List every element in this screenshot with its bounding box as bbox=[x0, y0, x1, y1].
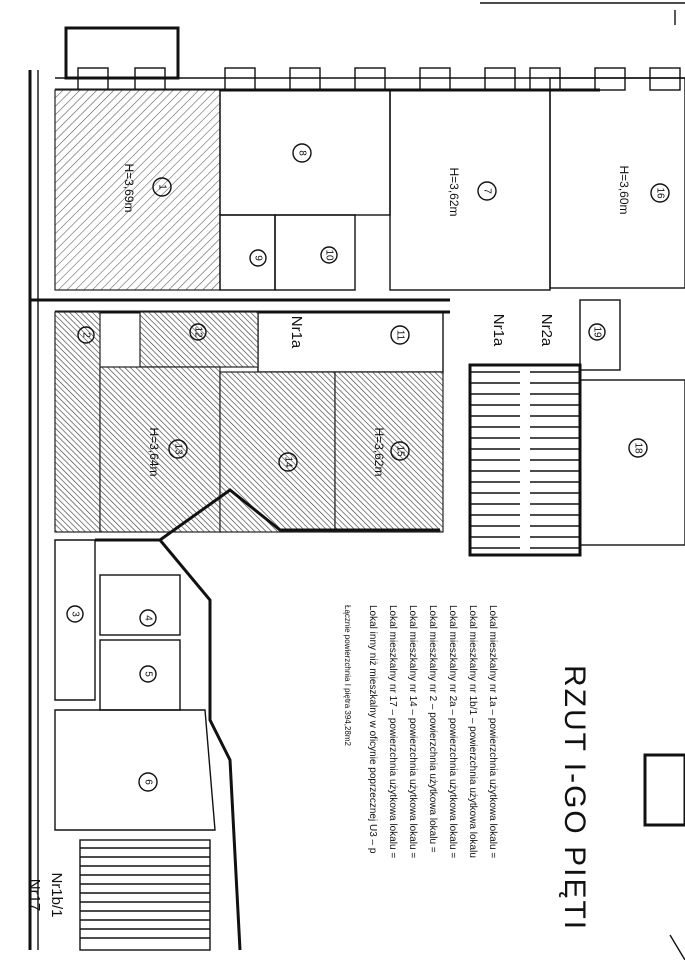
room-number: 2 bbox=[81, 332, 92, 338]
legend-line: Lokal inny niż mieszkalny w oficynie pop… bbox=[367, 605, 378, 854]
room-6 bbox=[54, 709, 216, 831]
window-block bbox=[649, 67, 681, 91]
page-mark bbox=[669, 934, 685, 960]
hall-nr1a bbox=[257, 311, 444, 373]
room-number: 12 bbox=[193, 326, 204, 338]
height-room16: H=3,60m bbox=[617, 165, 631, 214]
room-number: 10 bbox=[324, 249, 335, 261]
drawing-title: RZUT I-GO PIĘTI bbox=[558, 665, 591, 931]
height-room1: H=3,69m bbox=[122, 163, 136, 212]
label-nr17: Nr17 bbox=[26, 879, 43, 912]
height-room15: H=3,62m bbox=[372, 427, 386, 476]
room-15 bbox=[334, 371, 444, 533]
window-block bbox=[529, 67, 561, 91]
room-14 bbox=[219, 371, 336, 533]
room-19 bbox=[579, 299, 621, 371]
room-18 bbox=[579, 379, 685, 546]
legend-line: Lokal mieszkalny nr 1a – powierzchnia uż… bbox=[487, 605, 498, 858]
height-room13: H=3,64m bbox=[147, 427, 161, 476]
room-number: 16 bbox=[655, 187, 666, 199]
room-9 bbox=[219, 214, 276, 291]
legend-line: Lokal mieszkalny nr 17 – powierzchnia uż… bbox=[387, 605, 398, 858]
staircase-main bbox=[468, 363, 582, 557]
room-4 bbox=[99, 574, 181, 636]
room-number: 7 bbox=[482, 188, 493, 194]
window-block bbox=[484, 67, 516, 91]
room-number: 5 bbox=[143, 671, 154, 677]
room-number: 4 bbox=[143, 615, 154, 621]
window-block bbox=[224, 67, 256, 91]
room-number: 3 bbox=[70, 611, 81, 617]
room-number: 6 bbox=[143, 779, 154, 785]
room-7 bbox=[389, 89, 551, 291]
room-number: 1 bbox=[157, 184, 168, 190]
height-room7: H=3,62m bbox=[447, 167, 461, 216]
room-10 bbox=[274, 214, 356, 291]
room-12 bbox=[139, 311, 259, 368]
room-number: 18 bbox=[633, 442, 644, 454]
annex-wall-2 bbox=[158, 539, 242, 951]
legend-line: Lokal mieszkalny nr 1b/1 – powierzchnia … bbox=[467, 605, 478, 858]
legend-total: Łącznie powierzchnia I piętra 394,28m2 bbox=[343, 605, 352, 747]
room-1 bbox=[54, 89, 221, 291]
window-block bbox=[354, 67, 386, 91]
room-number: 11 bbox=[395, 330, 406, 341]
staircase-lower bbox=[79, 839, 211, 951]
room-number: 9 bbox=[253, 255, 264, 261]
window-block bbox=[419, 67, 451, 91]
room-16 bbox=[549, 77, 685, 289]
label-nr1a-stair: Nr1a bbox=[490, 314, 507, 347]
room-number: 15 bbox=[395, 445, 406, 457]
legend-line: Lokal mieszkalny nr 2 – powierzchnia uży… bbox=[427, 605, 438, 853]
legend: Lokal mieszkalny nr 1a – powierzchnia uż… bbox=[367, 605, 498, 858]
room-number: 14 bbox=[283, 456, 294, 468]
annex-wall bbox=[95, 488, 440, 542]
room-2 bbox=[54, 311, 101, 533]
room-number: 19 bbox=[592, 326, 603, 338]
legend-line: Lokal mieszkalny nr 14 – powierzchnia uż… bbox=[407, 605, 418, 858]
room-3 bbox=[54, 539, 96, 701]
label-nr1a-hall: Nr1a bbox=[288, 316, 305, 349]
room-number: 8 bbox=[297, 150, 308, 156]
label-nr1b1: Nr1b/1 bbox=[48, 872, 65, 917]
room-number: 13 bbox=[173, 443, 184, 455]
window-frame bbox=[643, 753, 685, 827]
legend-line: Lokal mieszkalny nr 2a – powierzchnia uż… bbox=[447, 605, 458, 858]
room-5 bbox=[99, 639, 181, 711]
label-nr2a: Nr2a bbox=[538, 314, 555, 347]
window-block bbox=[594, 67, 626, 91]
window-block bbox=[289, 67, 321, 91]
